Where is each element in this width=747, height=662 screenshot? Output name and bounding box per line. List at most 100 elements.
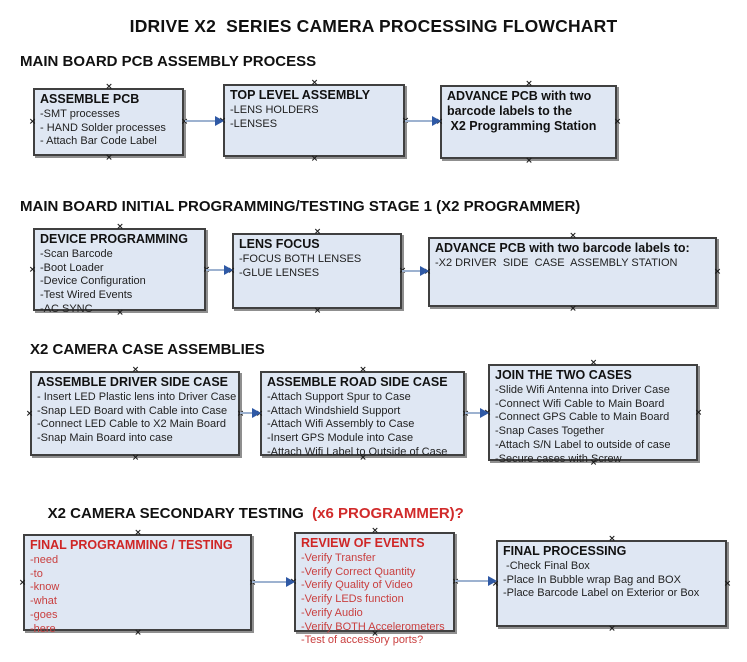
connector-handle-icon [723,579,732,588]
box-line: -Insert GPS Module into Case [267,432,414,444]
box-line: -here [30,622,56,635]
box-title: ADVANCE PCB with two barcode labels to: [435,241,690,255]
box-title: TOP LEVEL ASSEMBLY [230,88,371,102]
section-heading-secondary-testing: X2 CAMERA SECONDARY TESTING (x6 PROGRAMM… [31,488,464,539]
box-line: - Attach Bar Code Label [40,135,157,148]
box-line: -Check Final Box [503,559,590,572]
connector-handle-icon [310,154,319,163]
page-title: IDRIVE X2 SERIES CAMERA PROCESSING FLOWC… [129,16,618,36]
box-title: ASSEMBLE ROAD SIDE CASE [267,375,448,389]
box-line: -Verify BOTH Accelerometers [301,620,445,633]
box-line: -know [30,581,60,594]
box-title: REVIEW OF EVENTS [301,536,425,550]
connector-handle-icon [569,304,578,313]
box-line: -to [30,567,43,580]
connector-handle-icon [589,358,598,367]
flow-box-assemble-pcb[interactable]: ASSEMBLE PCB -SMT processes - HAND Solde… [33,88,184,156]
section-heading-initial-programming: MAIN BOARD INITIAL PROGRAMMING/TESTING S… [20,198,581,215]
box-line: -Snap LED Board with Cable into Case [37,404,228,417]
box-line: -Boot Loader [40,261,104,274]
connector-handle-icon [694,408,703,417]
box-title: DEVICE PROGRAMMING [40,232,188,246]
connector-handle-icon [310,78,319,87]
connector-arrow[interactable] [206,265,233,275]
box-line: -what [30,595,57,607]
box-line: -AC SYNC [40,302,93,315]
box-line: -Attach Support Spur to Case [267,390,411,403]
box-line: -Verify LEDs function [301,593,404,605]
box-line: -SMT processes [40,107,120,120]
box-line: -FOCUS BOTH LENSES [239,252,362,265]
flow-box-join-the-two-cases[interactable]: JOIN THE TWO CASES -Slide Wifi Antenna i… [488,364,698,465]
flow-box-top-level-assembly[interactable]: TOP LEVEL ASSEMBLY -LENS HOLDERS -LENSES [223,84,405,157]
box-line: -Attach Wifi Label to Outside of Case [267,445,448,458]
connector-handle-icon [613,117,622,126]
box-line: -Attach Windshield Support [267,404,401,417]
box-line: -Connect LED Cable to X2 Main Board [37,418,226,431]
box-line: -GLUE LENSES [239,266,320,279]
flow-box-final-programming-testing[interactable]: FINAL PROGRAMMING / TESTING -need -to -k… [23,534,252,635]
connector-handle-icon [525,156,534,165]
connector-handle-icon [18,578,27,587]
connector-arrow[interactable] [252,577,295,587]
box-line: -X2 DRIVER SIDE CASE ASSEMBLY STATION [435,256,678,269]
flow-box-assemble-road-side-case[interactable]: ASSEMBLE ROAD SIDE CASE -Attach Support … [260,371,465,458]
box-line: -LENSES [230,117,278,130]
flow-box-device-programming[interactable]: DEVICE PROGRAMMING -Scan Barcode -Boot L… [33,228,206,315]
box-line: -Connect GPS Cable to Main Board [495,411,670,424]
flow-box-assemble-driver-side-case[interactable]: ASSEMBLE DRIVER SIDE CASE - Insert LED P… [30,371,240,456]
connector-handle-icon [569,231,578,240]
connector-arrow[interactable] [465,408,489,418]
box-line: -Place In Bubble wrap Bag and BOX [503,573,681,586]
flow-box-review-of-events[interactable]: REVIEW OF EVENTS -Verify Transfer -Verif… [294,532,455,646]
connector-handle-icon [525,79,534,88]
section-heading-text: X2 CAMERA SECONDARY TESTING [47,505,308,522]
box-line: - Insert LED Plastic lens into Driver Ca… [37,390,237,403]
section-heading-case-assemblies: X2 CAMERA CASE ASSEMBLIES [30,341,265,358]
connector-arrow[interactable] [240,408,261,418]
box-line: -Verify Transfer [301,551,376,564]
connector-handle-icon [105,82,114,91]
connector-handle-icon [25,409,34,418]
box-line: -LENS HOLDERS [230,103,319,116]
box-line: -Device Configuration [40,275,146,288]
box-line: -goes [30,608,58,621]
connector-arrow[interactable] [405,116,441,126]
connector-handle-icon [28,117,37,126]
box-title: ASSEMBLE PCB [40,92,140,106]
box-title: ADVANCE PCB with two barcode labels to t… [447,89,597,133]
flow-box-lens-focus[interactable]: LENS FOCUS -FOCUS BOTH LENSES -GLUE LENS… [232,233,402,309]
connector-arrow[interactable] [402,266,429,276]
connector-handle-icon [313,227,322,236]
box-line: -Slide Wifi Antenna into Driver Case [495,383,670,396]
connector-handle-icon [608,624,617,633]
box-line: -Verify Correct Quantity [301,565,416,578]
connector-arrow[interactable] [455,576,497,586]
connector-handle-icon [28,265,37,274]
box-line: -Snap Cases Together [495,425,605,437]
connector-handle-icon [105,153,114,162]
box-title: JOIN THE TWO CASES [495,368,632,382]
connector-handle-icon [131,453,140,462]
flow-box-advance-pcb-programming-station[interactable]: ADVANCE PCB with two barcode labels to t… [440,85,617,159]
box-line: -Snap Main Board into case [37,432,173,444]
connector-arrow[interactable] [185,116,224,126]
connector-handle-icon [116,222,125,231]
flow-box-final-processing[interactable]: FINAL PROCESSING -Check Final Box -Place… [496,540,727,627]
box-line: -Attach Wifi Assembly to Case [267,418,415,431]
connector-handle-icon [313,306,322,315]
box-line: -Connect Wifi Cable to Main Board [495,397,665,410]
box-line: -Verify Audio [301,606,363,619]
box-line: -Secure cases with Screw [495,452,622,465]
connector-handle-icon [608,534,617,543]
flow-box-advance-pcb-driver-side[interactable]: ADVANCE PCB with two barcode labels to: … [428,237,717,307]
box-line: - HAND Solder processes [40,121,166,134]
connector-handle-icon [713,267,722,276]
section-heading-red-suffix: (x6 PROGRAMMER)? [307,505,464,522]
box-line: -Verify Quality of Video [301,579,413,592]
box-line: -need [30,553,59,566]
box-line: -Attach S/N Label to outside of case [495,438,671,451]
connector-handle-icon [359,365,368,374]
box-line: -Test of accessory ports? [301,634,424,647]
